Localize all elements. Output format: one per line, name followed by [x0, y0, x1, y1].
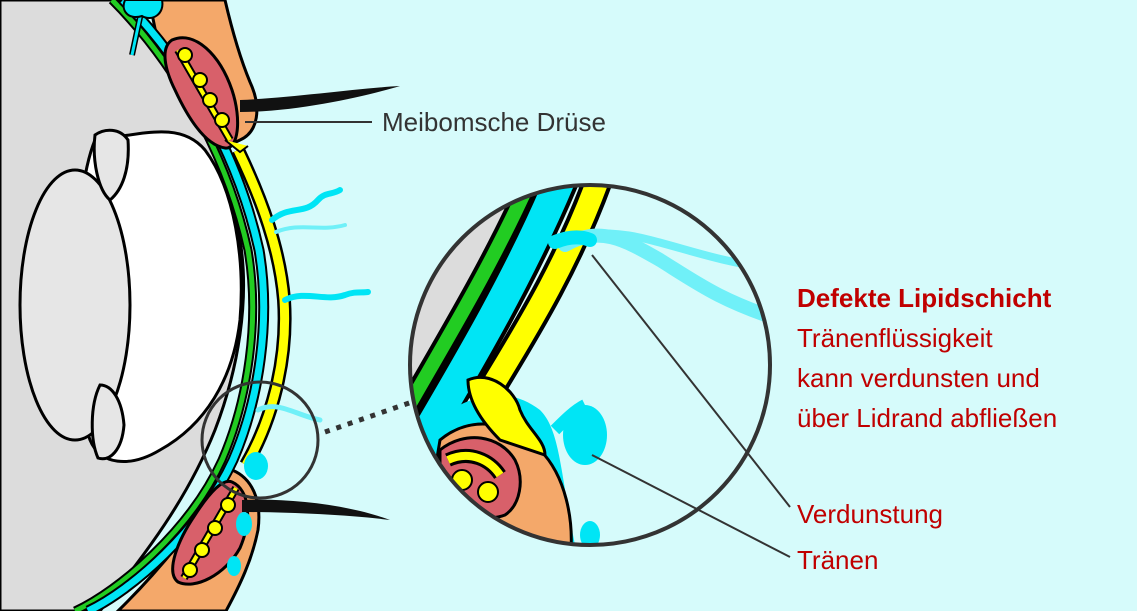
defect-heading: Defekte Lipidschicht — [797, 283, 1052, 313]
small-magnifier-ring — [200, 380, 320, 500]
upper-meibomian-gland — [163, 36, 249, 154]
zoom-connector — [324, 399, 413, 435]
description-line-3: über Lidrand abfließen — [797, 403, 1058, 433]
lower-meibomian-gland — [171, 479, 250, 586]
upper-eyelash — [240, 86, 400, 112]
tear-droplets — [227, 452, 268, 576]
evaporation-label: Verdunstung — [797, 499, 944, 529]
lower-eyelash — [242, 499, 390, 520]
gland-label: Meibomsche Drüse — [382, 107, 606, 137]
iris-lower — [90, 383, 126, 461]
description-line-1: Tränenflüssigkeit — [797, 323, 993, 353]
lacrimal-duct — [122, 0, 164, 56]
eye-cross-section — [0, 0, 400, 611]
tears-label: Tränen — [797, 545, 879, 575]
description-line-2: kann verdunsten und — [797, 363, 1040, 393]
tears-pointer-line — [591, 454, 791, 558]
zoom-ring — [408, 183, 772, 547]
lens — [18, 168, 132, 442]
iris-upper — [92, 128, 130, 202]
evaporation-pointer-line — [591, 254, 791, 508]
